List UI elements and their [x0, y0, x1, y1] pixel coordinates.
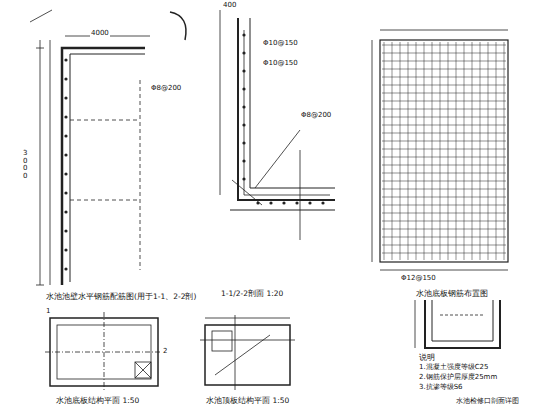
rebar-line — [382, 85, 506, 86]
rebar-dot — [242, 33, 245, 36]
rebar-dot — [321, 201, 324, 204]
rebar-line — [384, 42, 385, 260]
bottom-slab-plan — [45, 312, 163, 392]
drawing-title: 1-1/2-2剖面 1:20 — [220, 290, 284, 298]
rebar-line — [382, 45, 506, 46]
rebar-line — [382, 101, 506, 102]
rebar-dot — [64, 96, 67, 99]
rebar-line — [382, 197, 506, 198]
rebar-line — [456, 42, 457, 260]
rebar-line — [382, 213, 506, 214]
drawing-title: 水池底板结构平面 1:50 — [55, 397, 140, 405]
drawing-label: Φ12@150 — [400, 275, 437, 283]
rebar-line — [382, 245, 506, 246]
rebar-line — [382, 157, 506, 158]
rebar-line — [488, 42, 489, 260]
drawing-label: 3000 — [22, 150, 31, 181]
drawing-label: Φ10@150 — [262, 60, 299, 68]
drawing-title: 水池底板钢筋布置图 — [415, 290, 489, 298]
rebar-line — [400, 42, 401, 260]
rebar-dot — [64, 115, 67, 118]
rebar-line — [382, 133, 506, 134]
drawing-title: 水池池壁水平钢筋配筋图(用于1-1、2-2剖) — [45, 293, 197, 301]
drawing-label: 水池检修口剖面详图 — [455, 398, 520, 406]
drawing-label: 1 — [45, 308, 51, 316]
rebar-line — [416, 42, 417, 260]
rebar-dot — [295, 201, 298, 204]
rebar-line — [382, 69, 506, 70]
rebar-line — [440, 42, 441, 260]
rebar-line — [408, 42, 409, 260]
rebar-line — [472, 42, 473, 260]
rebar-dot — [64, 77, 67, 80]
rebar-line — [382, 149, 506, 150]
rebar-line — [382, 93, 506, 94]
rebar-line — [448, 42, 449, 260]
rebar-dot — [308, 201, 311, 204]
rebar-line — [480, 42, 481, 260]
drawing-label: 4000 — [90, 30, 110, 38]
rebar-dot — [64, 172, 67, 175]
rebar-dot — [242, 159, 245, 162]
rebar-line — [382, 221, 506, 222]
rebar-dot — [64, 58, 67, 61]
drawing-label: 1.混凝土强度等级C25 — [418, 364, 489, 372]
rebar-dot — [64, 191, 67, 194]
drawing-label: Φ8@200 — [300, 112, 332, 120]
drawing-label: Φ10@150 — [262, 40, 299, 48]
rebar-line — [382, 77, 506, 78]
drawing-title: 说明 — [418, 354, 436, 362]
rebar-dot — [64, 267, 67, 270]
rebar-line — [382, 61, 506, 62]
rebar-line — [382, 229, 506, 230]
rebar-line — [432, 42, 433, 260]
rebar-line — [464, 42, 465, 260]
rebar-dot — [64, 248, 67, 251]
rebar-dot — [64, 229, 67, 232]
drawing-label: 2.钢筋保护层厚度25mm — [418, 374, 498, 382]
rebar-line — [382, 189, 506, 190]
slab-mesh — [372, 30, 508, 270]
rebar-line — [382, 53, 506, 54]
rebar-line — [382, 173, 506, 174]
rebar-dot — [242, 87, 245, 90]
rebar-dot — [64, 153, 67, 156]
rebar-line — [382, 181, 506, 182]
drawing-label: Φ8@200 — [150, 85, 182, 93]
rebar-dot — [256, 201, 259, 204]
wall-plan — [30, 10, 186, 285]
rebar-dot — [64, 210, 67, 213]
manhole-section — [415, 300, 500, 348]
rebar-line — [382, 125, 506, 126]
rebar-dot — [242, 141, 245, 144]
rebar-line — [382, 141, 506, 142]
rebar-line — [382, 117, 506, 118]
rebar-line — [382, 205, 506, 206]
rebar-dot — [269, 201, 272, 204]
rebar-dot — [64, 134, 67, 137]
rebar-dot — [242, 51, 245, 54]
roof-slab-plan — [200, 315, 295, 390]
rebar-line — [496, 42, 497, 260]
rebar-line — [382, 165, 506, 166]
rebar-dot — [242, 105, 245, 108]
drawing-title: 水池顶板结构平面 1:50 — [205, 397, 290, 405]
rebar-line — [382, 109, 506, 110]
wall-section — [220, 10, 335, 240]
rebar-line — [382, 237, 506, 238]
rebar-line — [392, 42, 393, 260]
drawing-label: 2 — [162, 348, 168, 356]
rebar-line — [504, 42, 505, 260]
rebar-line — [382, 253, 506, 254]
rebar-dot — [242, 69, 245, 72]
rebar-dot — [282, 201, 285, 204]
rebar-line — [424, 42, 425, 260]
rebar-dot — [242, 177, 245, 180]
rebar-dot — [242, 123, 245, 126]
drawing-label: 400 — [222, 2, 237, 10]
drawing-label: 3.抗渗等级S6 — [418, 384, 464, 392]
